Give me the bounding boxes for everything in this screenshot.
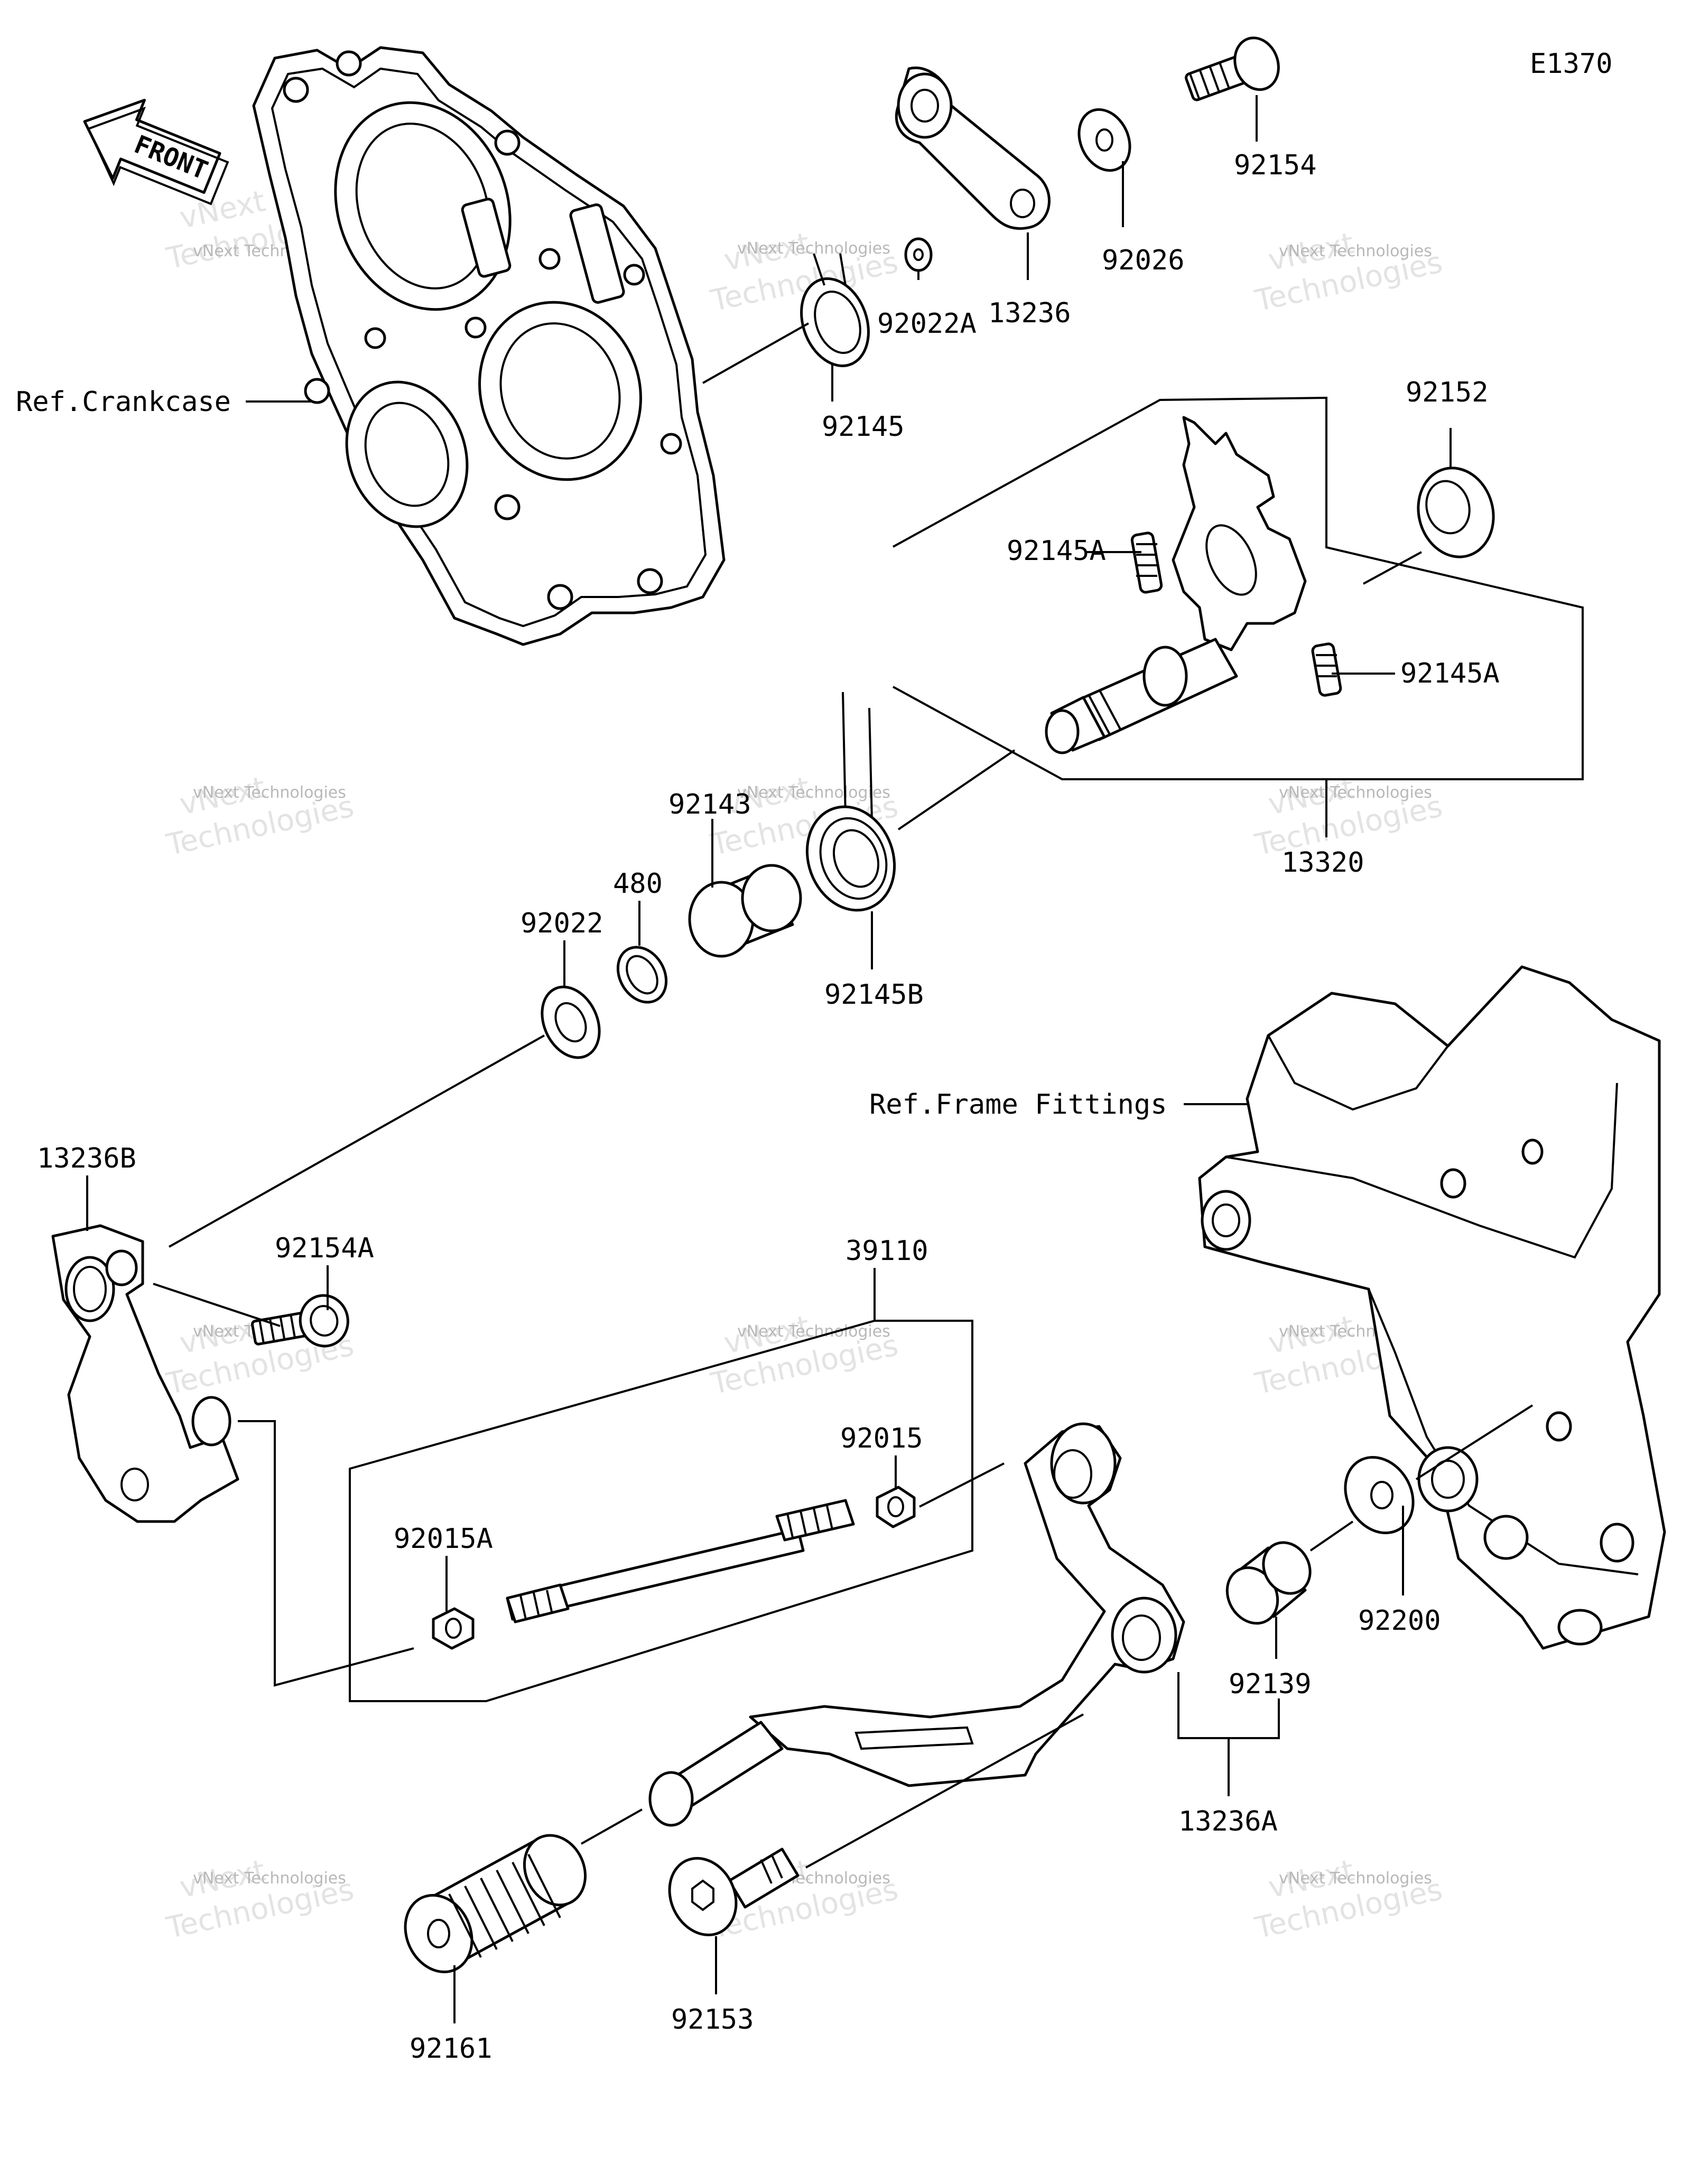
- part-13236-lever: [895, 67, 1051, 230]
- label-92022: 92022: [521, 908, 603, 939]
- label-92145A: 92145A: [1007, 535, 1106, 567]
- part-92145A-spring: [1311, 642, 1342, 697]
- label-39110: 39110: [846, 1235, 928, 1267]
- label-92026: 92026: [1102, 245, 1185, 276]
- label-92154A: 92154A: [275, 1233, 374, 1264]
- label-13236: 13236: [988, 297, 1071, 329]
- part-92026-washer: [1077, 108, 1131, 172]
- part-92161-rubber: [404, 1834, 587, 1974]
- watermark-text: vNext Technologies: [1279, 242, 1432, 260]
- label-92145A: 92145A: [1400, 658, 1500, 689]
- part-92152-oil-seal: [1417, 466, 1495, 558]
- part-92139-collar: [1225, 1541, 1312, 1625]
- part-13236B-lever: [51, 1224, 239, 1523]
- front-arrow: FRONT: [83, 99, 229, 206]
- part-92015-nut: [876, 1486, 916, 1528]
- part-92143-collar: [688, 864, 802, 958]
- label-92153: 92153: [671, 2004, 754, 2036]
- part-92145A-spring: [1130, 531, 1163, 594]
- part-labels: Ref.Crankcase 92154 92026 13236 92022A 9…: [16, 150, 1500, 2065]
- label-92145B: 92145B: [824, 979, 924, 1011]
- watermark-text: vNext Technologies: [193, 1869, 346, 1888]
- part-92145B-spring: [805, 692, 896, 912]
- label-13236B: 13236B: [37, 1143, 136, 1174]
- label-92139: 92139: [1229, 1668, 1312, 1700]
- part-13320-shift-shaft: [893, 396, 1584, 780]
- part-92145-spring: [800, 253, 870, 367]
- part-13236A-shift-pedal: [648, 1422, 1185, 1827]
- part-480-circlip: [616, 946, 668, 1004]
- label-92145: 92145: [822, 411, 905, 443]
- part-92022A-washer: [904, 237, 933, 272]
- label-480: 480: [613, 868, 663, 900]
- label-92154: 92154: [1234, 150, 1317, 181]
- ref-crankcase-label: Ref.Crankcase: [16, 386, 231, 418]
- watermark-text: vNext Technologies: [1279, 1869, 1432, 1888]
- diagram-code: E1370: [1530, 48, 1613, 80]
- part-92153-bolt: [668, 1847, 800, 1937]
- ref-frame-fittings-label: Ref.Frame Fittings: [869, 1089, 1167, 1121]
- watermark-text: vNext Technologies: [193, 783, 346, 802]
- frame-fittings: [1198, 965, 1666, 1650]
- label-92022A: 92022A: [877, 308, 977, 340]
- part-92022-washer: [541, 985, 601, 1059]
- part-39110-tie-rod: [349, 1320, 973, 1702]
- part-92154-bolt: [1185, 36, 1280, 101]
- label-92161: 92161: [410, 2033, 493, 2065]
- label-92200: 92200: [1358, 1605, 1441, 1637]
- label-92015: 92015: [840, 1423, 923, 1454]
- label-92015A: 92015A: [394, 1523, 493, 1555]
- leader-lines: [86, 95, 1534, 2023]
- label-92152: 92152: [1406, 377, 1489, 408]
- label-13320: 13320: [1281, 847, 1364, 879]
- label-13236A: 13236A: [1178, 1806, 1278, 1837]
- part-92200-washer: [1344, 1455, 1415, 1535]
- watermark-text: vNext Technologies: [737, 783, 890, 802]
- part-92154A-bolt: [250, 1294, 349, 1348]
- crankcase: [252, 46, 726, 646]
- label-92143: 92143: [668, 789, 751, 820]
- watermark-text: vNext Technologies: [1279, 783, 1432, 802]
- part-92015A-nut: [432, 1607, 475, 1650]
